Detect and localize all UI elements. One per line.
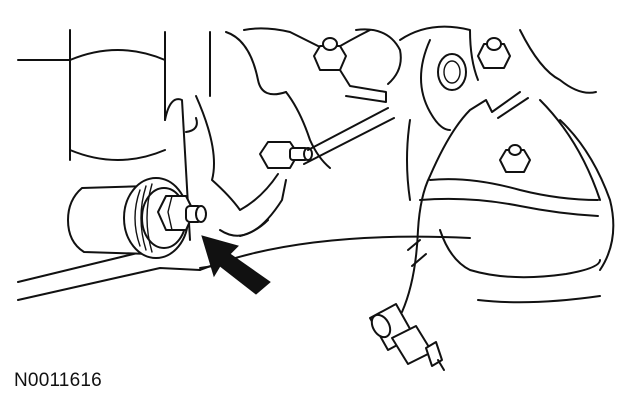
housing-outline (17, 29, 211, 241)
hub-carrier (399, 25, 479, 201)
wheel-speed-sensor (369, 303, 445, 371)
pivot-bolt-nut (157, 195, 207, 231)
brake-shield (419, 29, 615, 304)
hub-upper-bolt (477, 37, 511, 69)
knuckle-body (195, 27, 402, 237)
indicator-arrow (201, 235, 271, 295)
figure-id-label: N0011616 (14, 370, 102, 391)
hub-lower-bolt (499, 144, 531, 173)
stabilizer-link-bolt (259, 107, 395, 169)
sensor-wire (401, 91, 529, 313)
upper-bracket-bolt (313, 37, 387, 103)
